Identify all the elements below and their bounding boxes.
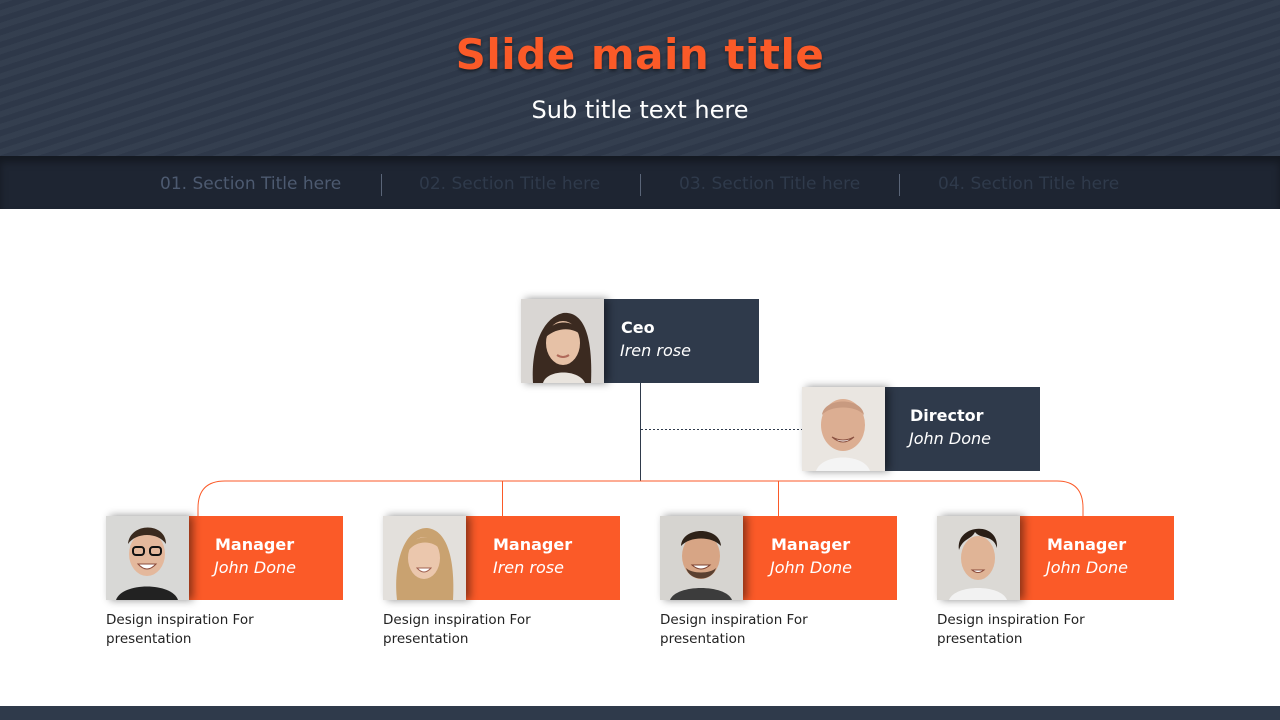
manager-2-name: Iren rose	[493, 558, 564, 577]
manager-4-avatar	[937, 516, 1020, 600]
slide-header: Slide main title Sub title text here	[0, 0, 1280, 156]
manager-2-caption: Design inspiration For presentation	[383, 612, 531, 647]
nav-divider	[640, 174, 641, 196]
director-avatar	[802, 387, 885, 471]
manager-bus-line	[197, 480, 1084, 516]
ceo-avatar	[521, 299, 604, 383]
manager-1-role: Manager	[215, 535, 295, 554]
nav-section-2[interactable]: 02. Section Title here	[419, 174, 601, 194]
director-name: John Done	[909, 429, 991, 448]
slide-footer-bar	[0, 706, 1280, 720]
director-role: Director	[910, 406, 984, 425]
manager-4-name: John Done	[1046, 558, 1128, 577]
nav-section-4[interactable]: 04. Section Title here	[938, 174, 1120, 194]
manager-3-avatar	[660, 516, 743, 600]
manager-1-name: John Done	[214, 558, 296, 577]
nav-divider	[899, 174, 900, 196]
section-nav: 01. Section Title here 02. Section Title…	[0, 156, 1280, 209]
manager-1-caption: Design inspiration For presentation	[106, 612, 254, 647]
nav-section-3[interactable]: 03. Section Title here	[679, 174, 861, 194]
ceo-role: Ceo	[621, 318, 655, 337]
manager-1-avatar	[106, 516, 189, 600]
nav-divider	[381, 174, 382, 196]
director-card: Director John Done	[802, 387, 1040, 471]
manager-3-role: Manager	[771, 535, 851, 554]
manager-4-role: Manager	[1047, 535, 1127, 554]
manager-card-3: Manager John Done	[660, 516, 897, 600]
manager-2-role: Manager	[493, 535, 573, 554]
manager-4-caption: Design inspiration For presentation	[937, 612, 1085, 647]
nav-section-1[interactable]: 01. Section Title here	[160, 174, 342, 194]
manager-3-name: John Done	[770, 558, 852, 577]
manager-card-2: Manager Iren rose	[383, 516, 620, 600]
ceo-card: Ceo Iren rose	[521, 299, 759, 383]
slide-subtitle: Sub title text here	[531, 96, 749, 124]
manager-card-4: Manager John Done	[937, 516, 1174, 600]
ceo-name: Iren rose	[620, 341, 691, 360]
manager-card-1: Manager John Done	[106, 516, 343, 600]
manager-3-caption: Design inspiration For presentation	[660, 612, 808, 647]
manager-2-avatar	[383, 516, 466, 600]
slide-title: Slide main title	[455, 30, 825, 79]
